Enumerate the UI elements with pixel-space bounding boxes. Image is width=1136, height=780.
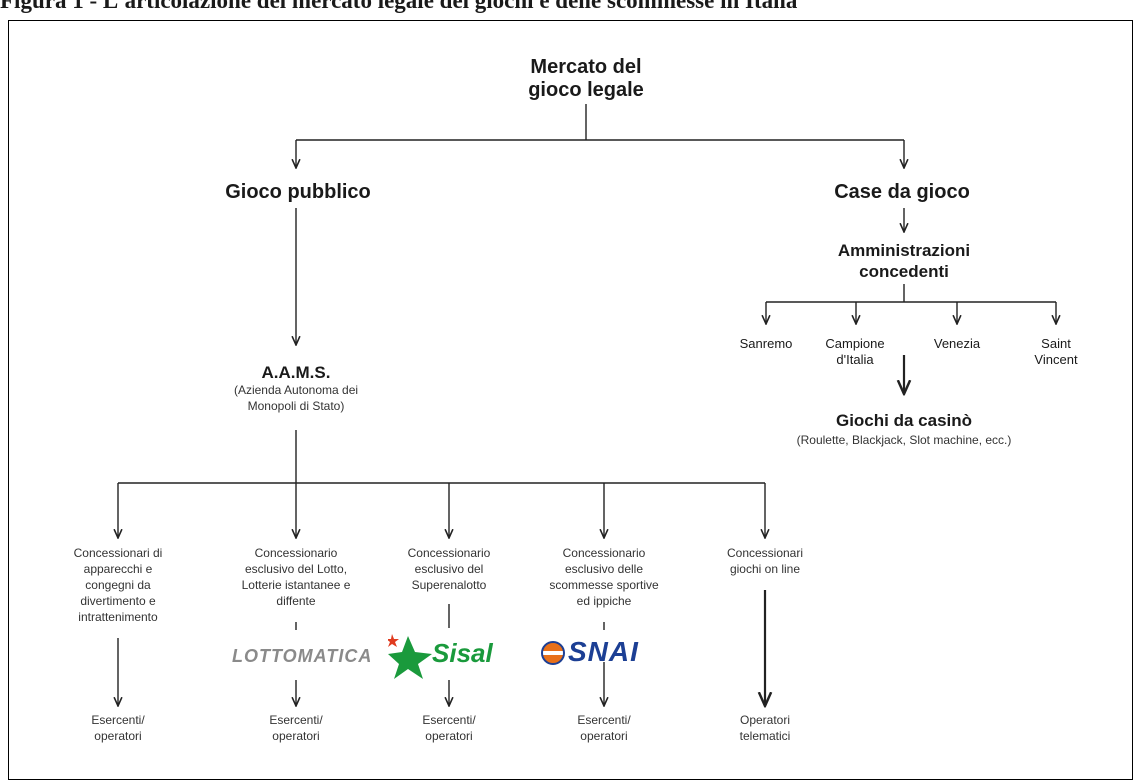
figure-caption: Figura 1 - L'articolazione del mercato l… (0, 0, 798, 13)
node-aams: A.A.M.S. (261, 363, 331, 382)
node-concessionari-online: Concessionari giochi on line (726, 546, 804, 576)
node-concessionario-superenalotto: Concessionario esclusivo del Superenalot… (407, 546, 491, 592)
node-venezia: Venezia (933, 336, 981, 351)
node-campione-ditalia: Campione d'Italia (825, 336, 885, 367)
node-gioco-pubblico: Gioco pubblico (225, 181, 371, 203)
node-concessionari-apparecchi: Concessionari di apparecchi e congegni d… (73, 546, 163, 624)
giochi-da-casino-examples: (Roulette, Blackjack, Slot machine, ecc.… (796, 433, 1012, 447)
node-case-da-gioco: Case da gioco (834, 181, 970, 203)
lottomatica-logo: LOTTOMATICA (232, 646, 373, 666)
node-sanremo: Sanremo (739, 336, 793, 351)
node-saint-vincent: Saint Vincent (1034, 336, 1078, 367)
node-concessionario-lotto: Concessionario esclusivo del Lotto, Lott… (241, 546, 351, 608)
node-esercenti-operatori-4: Esercenti/ operatori (577, 713, 631, 743)
aams-full-name: (Azienda Autonoma dei Monopoli di Stato) (233, 383, 359, 413)
node-esercenti-operatori-2: Esercenti/ operatori (269, 713, 323, 743)
node-concessionario-scommesse: Concessionario esclusivo delle scommesse… (549, 546, 659, 608)
sisal-star-icon (388, 634, 432, 679)
node-giochi-da-casino: Giochi da casinò (835, 411, 973, 430)
node-esercenti-operatori-3: Esercenti/ operatori (422, 713, 476, 743)
root-node-mercato-gioco-legale: Mercato del gioco legale (528, 56, 644, 101)
node-amministrazioni-concedenti: Amministrazioni concedenti (837, 241, 971, 281)
node-esercenti-operatori-1: Esercenti/ operatori (91, 713, 145, 743)
node-operatori-telematici: Operatori telematici (739, 713, 791, 743)
snai-globe-icon (541, 641, 565, 665)
